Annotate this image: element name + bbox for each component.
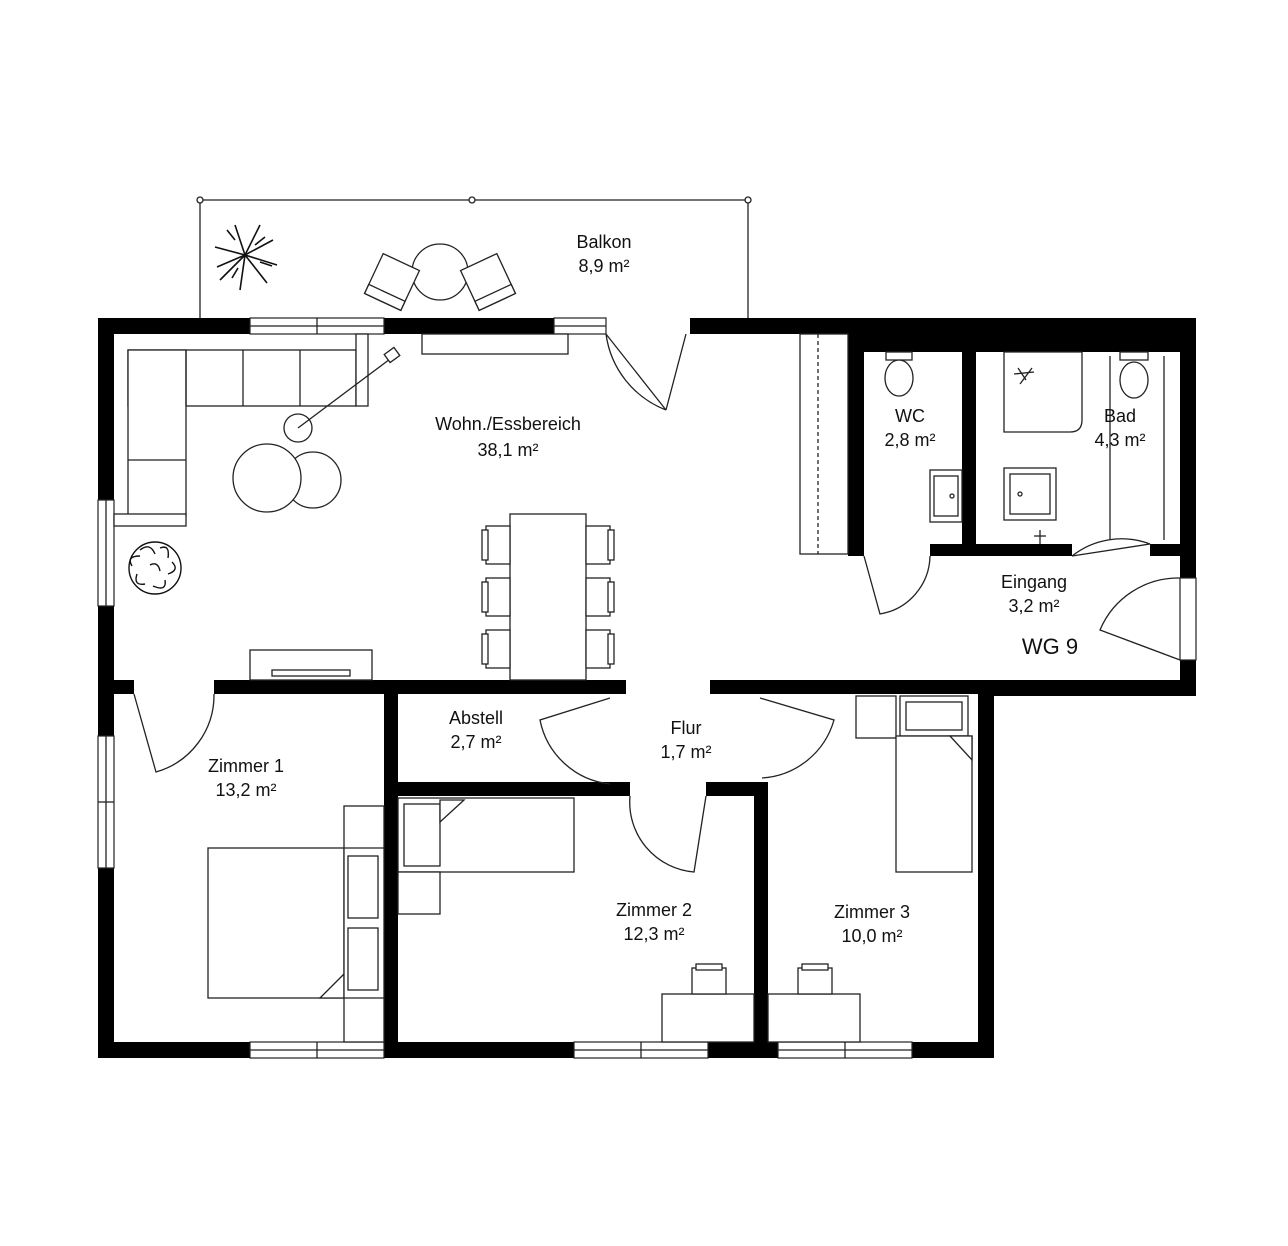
abstell-area: 2,7 m² xyxy=(450,732,501,752)
zimmer1-name: Zimmer 1 xyxy=(208,756,284,776)
bad-area: 4,3 m² xyxy=(1094,430,1145,450)
wohn-name: Wohn./Essbereich xyxy=(435,414,581,434)
living-plant-icon xyxy=(128,541,182,595)
zimmer1-area: 13,2 m² xyxy=(215,780,276,800)
walls xyxy=(98,318,1196,1058)
living-furniture xyxy=(113,333,849,681)
zimmer3-name: Zimmer 3 xyxy=(834,902,910,922)
zimmer2-name: Zimmer 2 xyxy=(616,900,692,920)
abstell-name: Abstell xyxy=(449,708,503,728)
balcony-plant-icon xyxy=(214,224,278,291)
bath-fixtures xyxy=(884,351,1165,544)
unit-label: WG 9 xyxy=(1022,634,1078,659)
eingang-name: Eingang xyxy=(1001,572,1067,592)
balkon-area: 8,9 m² xyxy=(578,256,629,276)
room-labels: Balkon 8,9 m² Wohn./Essbereich 38,1 m² W… xyxy=(208,232,1146,946)
balkon-name: Balkon xyxy=(576,232,631,252)
doors xyxy=(133,333,1181,873)
zimmer3-area: 10,0 m² xyxy=(841,926,902,946)
windows xyxy=(97,317,1197,1059)
wc-name: WC xyxy=(895,406,925,426)
bedroom-furniture xyxy=(207,695,973,1043)
wc-area: 2,8 m² xyxy=(884,430,935,450)
wohn-area: 38,1 m² xyxy=(477,440,538,460)
flur-area: 1,7 m² xyxy=(660,742,711,762)
shower-icon xyxy=(1013,367,1035,385)
balcony xyxy=(196,196,752,318)
bad-name: Bad xyxy=(1104,406,1136,426)
zimmer2-area: 12,3 m² xyxy=(623,924,684,944)
balcony-table-set xyxy=(363,243,517,312)
eingang-area: 3,2 m² xyxy=(1008,596,1059,616)
flur-name: Flur xyxy=(671,718,702,738)
